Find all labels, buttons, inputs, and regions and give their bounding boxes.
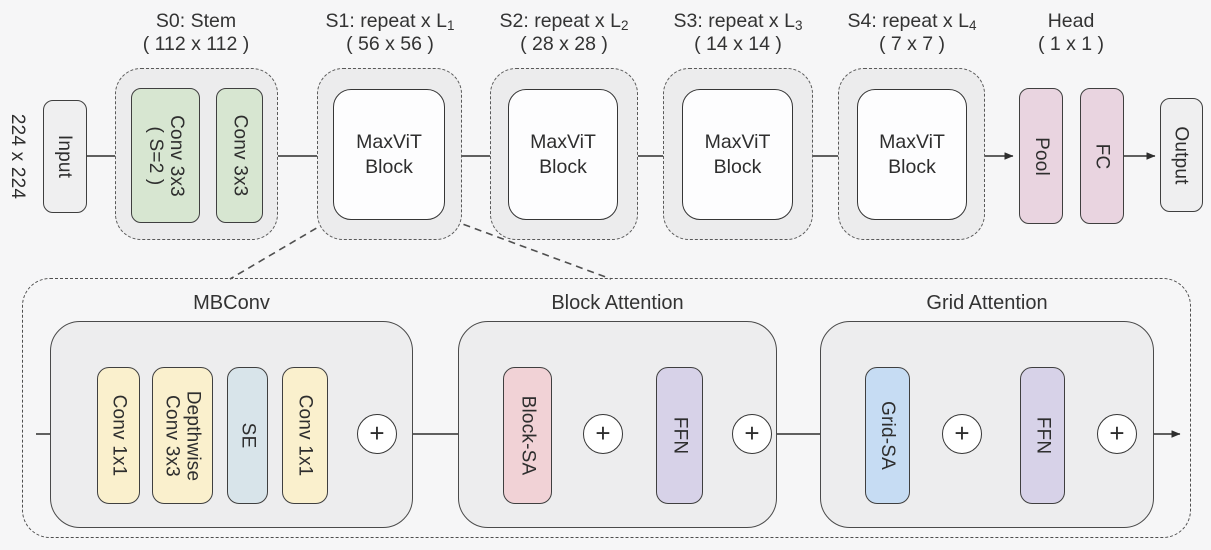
- stage-size-s0: ( 112 x 112 ): [142, 33, 250, 55]
- block-ffn-residual-add: +: [732, 414, 772, 454]
- stage-title-s0: S0: Stem: [155, 10, 237, 32]
- stem-conv1-box: Conv 3x3( S=2 ): [131, 88, 200, 223]
- stage-size-s1: ( 56 x 56 ): [346, 33, 434, 55]
- grid-ffn-residual-add: +: [1097, 414, 1137, 454]
- block-sa-box: Block-SA: [503, 367, 552, 504]
- grid-ffn-box: FFN: [1020, 367, 1065, 504]
- stem-conv2-box: Conv 3x3: [216, 88, 263, 223]
- grid-sa-residual-add: +: [942, 414, 982, 454]
- stage-title-s1: S1: repeat x L1: [325, 10, 455, 33]
- block-attention-title: Block Attention: [551, 292, 684, 314]
- input-dimension-label: 224 x 224: [7, 113, 29, 199]
- stage-title-s2: S2: repeat x L2: [499, 10, 629, 33]
- block-ffn-box: FFN: [656, 367, 703, 504]
- fc-box: FC: [1080, 88, 1124, 224]
- mbconv-conv1x1-b-box: Conv 1x1: [282, 367, 328, 504]
- stage-size-s4: ( 7 x 7 ): [878, 33, 946, 55]
- input-box: Input: [43, 100, 87, 213]
- pool-box: Pool: [1019, 88, 1063, 224]
- maxvit-block-detail-container: [22, 278, 1191, 538]
- grid-sa-box: Grid-SA: [865, 367, 910, 504]
- mbconv-se-box: SE: [227, 367, 268, 504]
- mbconv-residual-add: +: [357, 414, 397, 454]
- block-sa-residual-add: +: [583, 414, 623, 454]
- grid-attention-title: Grid Attention: [926, 292, 1048, 314]
- stage-size-s2: ( 28 x 28 ): [520, 33, 608, 55]
- stage-title-s3: S3: repeat x L3: [673, 10, 803, 33]
- mbconv-conv1x1-a-box: Conv 1x1: [97, 367, 140, 504]
- stage-size-head: ( 1 x 1 ): [1037, 33, 1105, 55]
- stage-size-s3: ( 14 x 14 ): [694, 33, 782, 55]
- mbconv-title: MBConv: [193, 292, 270, 314]
- stage-title-head: Head: [1047, 10, 1095, 32]
- stage-title-s4: S4: repeat x L4: [847, 10, 977, 33]
- output-box: Output: [1160, 98, 1203, 212]
